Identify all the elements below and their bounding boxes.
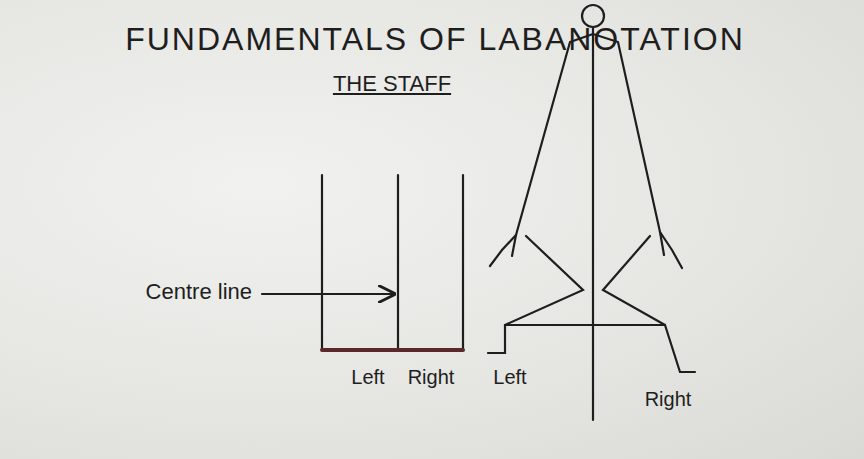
- leader-arrow: [262, 293, 394, 295]
- column-label: Left: [351, 366, 384, 388]
- staff-line: [462, 175, 464, 350]
- leader-label: Centre line: [146, 280, 252, 304]
- column-label: Right: [408, 366, 455, 388]
- column-label: Left: [493, 366, 526, 388]
- title: FUNDAMENTALS OF LABANOTATION: [125, 22, 745, 57]
- staff-line: [321, 175, 323, 350]
- centre-line: [397, 175, 399, 350]
- subtitle: THE STAFF: [333, 72, 451, 96]
- stick-figure: [488, 5, 695, 420]
- figure-label: Right: [645, 388, 692, 410]
- staff-base: [322, 348, 463, 352]
